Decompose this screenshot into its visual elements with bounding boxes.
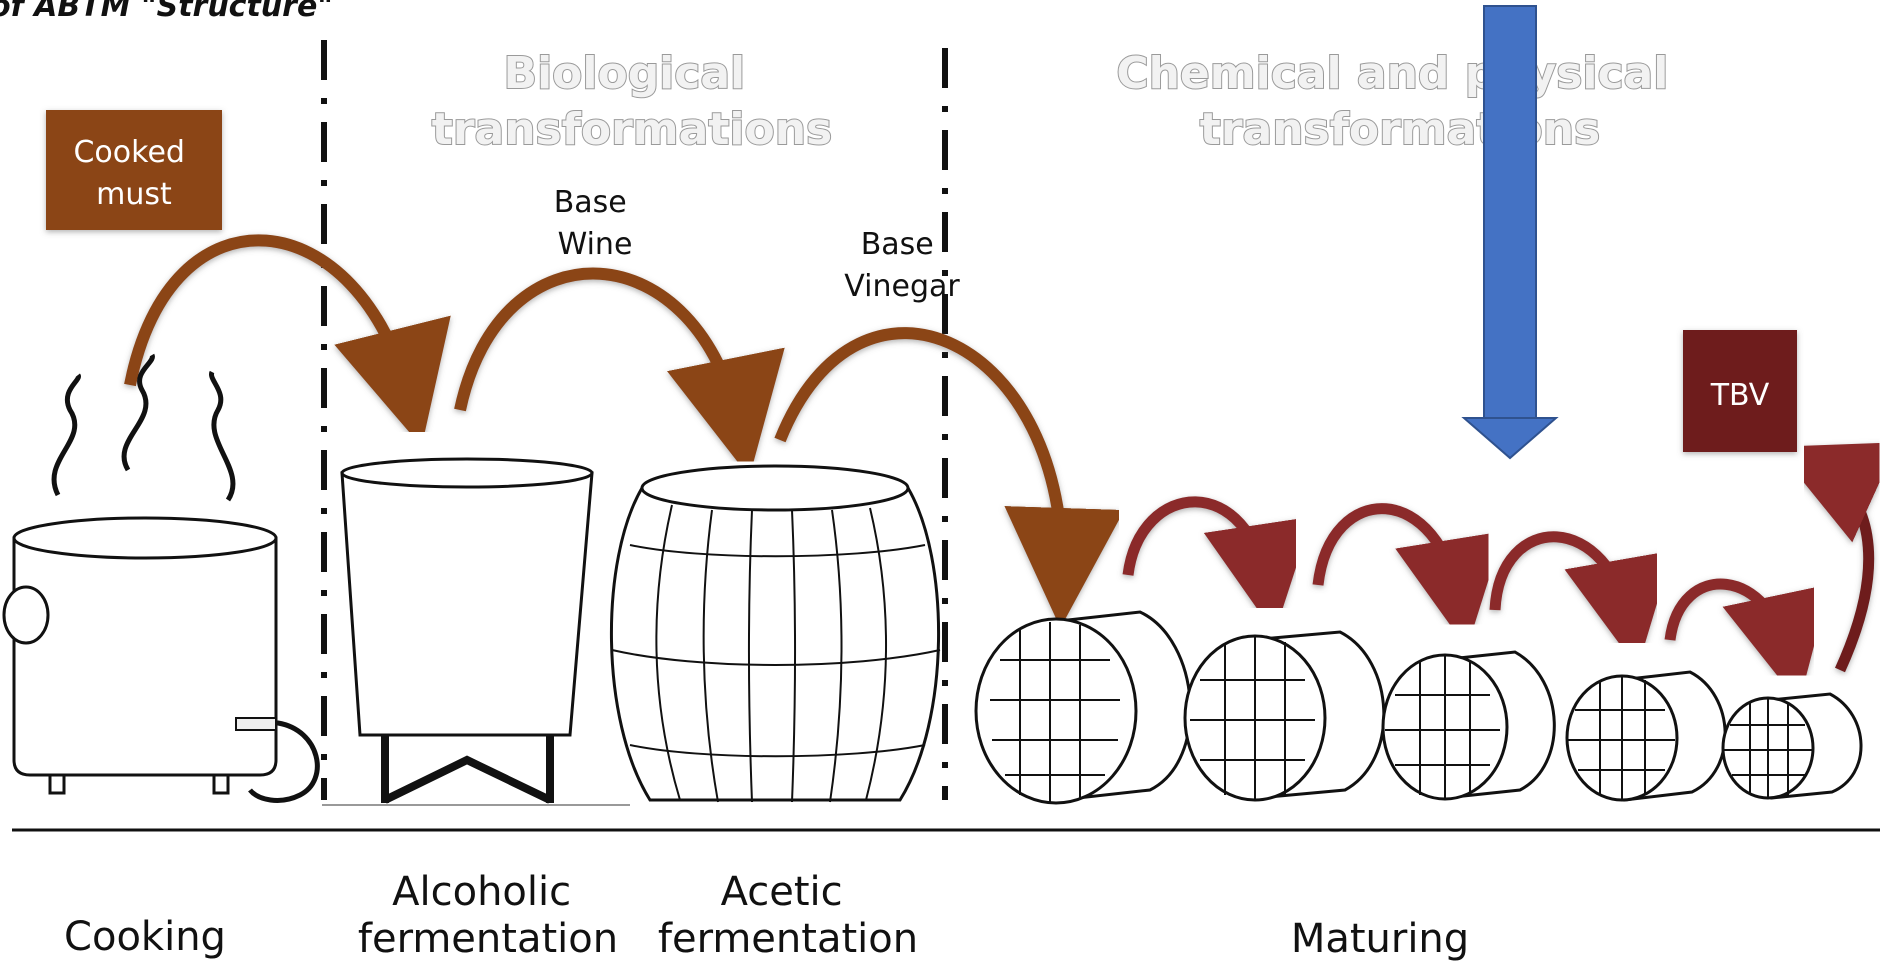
battery-barrel-1 bbox=[976, 612, 1190, 803]
tbv-box: TBV bbox=[1683, 330, 1797, 452]
battery-barrel-3 bbox=[1383, 652, 1554, 799]
fermentation-tank-icon bbox=[322, 459, 630, 805]
base-wine-label: Base Wine bbox=[554, 185, 637, 262]
transfer-arrow-4 bbox=[1670, 584, 1790, 660]
transfer-arrow-2 bbox=[1318, 509, 1460, 605]
base-vinegar-label: Base Vinegar bbox=[844, 227, 960, 304]
stage-label-acetic: Acetic fermentation bbox=[658, 869, 918, 962]
svg-text:TBV: TBV bbox=[1710, 378, 1770, 413]
cooked-must-box: Cooked must bbox=[46, 110, 222, 230]
stage-label-alcoholic: Alcoholic fermentation bbox=[358, 869, 618, 962]
steaming-pot-icon bbox=[4, 355, 317, 800]
arrow-must-to-tank bbox=[130, 240, 410, 400]
barrel-battery-icon bbox=[976, 612, 1861, 803]
battery-barrel-5 bbox=[1723, 694, 1861, 798]
stage-label-cooking: Cooking bbox=[64, 914, 226, 960]
section-title-chemical: Chemical and physical transformations bbox=[1116, 48, 1683, 155]
section-title-biological: Biological transformations bbox=[432, 48, 832, 155]
stage-label-maturing: Maturing bbox=[1291, 916, 1469, 962]
corner-heading: of ABTM "Structure" bbox=[0, 0, 333, 24]
arrow-tank-to-barrel bbox=[460, 274, 740, 430]
transfer-arrow-1 bbox=[1128, 502, 1268, 590]
transfer-arrow-3 bbox=[1495, 537, 1630, 625]
transfer-arrow-to-tbv bbox=[1815, 465, 1869, 670]
battery-barrel-2 bbox=[1185, 632, 1384, 800]
battery-barrel-4 bbox=[1567, 672, 1725, 800]
barrel-icon bbox=[611, 466, 940, 802]
